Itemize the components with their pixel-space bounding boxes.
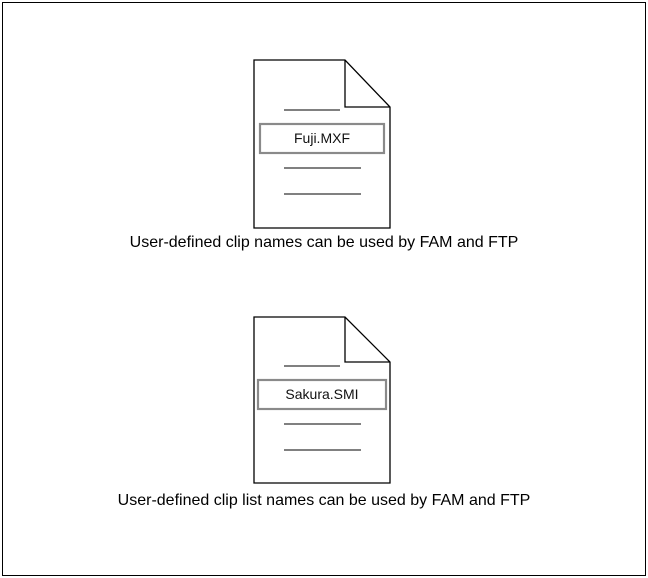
clip-list-filename: Sakura.SMI <box>285 386 359 402</box>
clip-caption: User-defined clip names can be used by F… <box>129 234 519 251</box>
document-icon <box>253 59 391 229</box>
document-icon <box>253 316 391 484</box>
clip-list-caption: User-defined clip list names can be used… <box>117 492 531 509</box>
clip-filename: Fuji.MXF <box>294 130 350 146</box>
